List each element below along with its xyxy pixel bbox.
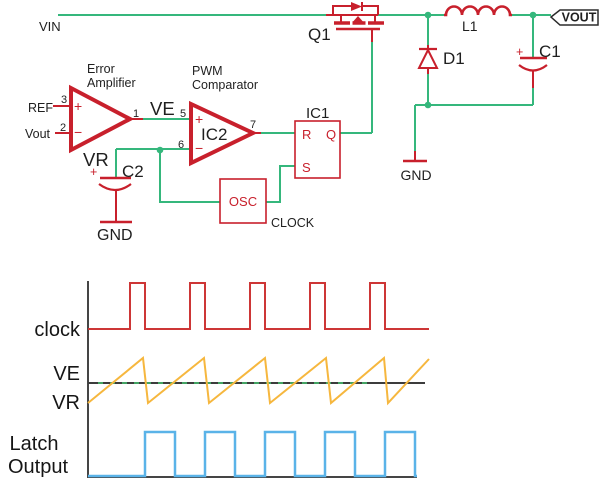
vout-tag (549, 9, 599, 26)
ic2-minus-sign: − (195, 140, 203, 156)
pwm-comp-title-1: PWM (192, 64, 223, 78)
vout-label: VOUT (562, 11, 597, 25)
q1-terminal-stubs (340, 15, 376, 22)
oscillator-box (219, 178, 267, 224)
osc-label: OSC (229, 194, 257, 209)
latch-s-pin: S (302, 160, 311, 175)
d1-triangle (417, 47, 439, 69)
latch-q-pin: Q (326, 127, 336, 142)
c2-plate-curved (98, 183, 132, 192)
gnd-left-label: GND (97, 227, 133, 244)
capacitor-c1 (518, 56, 548, 72)
vout-input-label: Vout (25, 127, 51, 141)
ref-input-label: REF (28, 101, 53, 115)
pin-1: 1 (133, 108, 139, 120)
d1-label: D1 (443, 49, 465, 68)
q1-body-diode-loop-right (362, 5, 379, 15)
error-amp-title-2: Amplifier (87, 76, 136, 90)
clock-net-label: CLOCK (271, 216, 315, 230)
ic2-label: IC2 (201, 125, 227, 144)
diode-d1 (417, 47, 439, 69)
waveform-ve-label: VE (53, 363, 80, 385)
c1-label: C1 (539, 42, 561, 61)
vr-net-label: VR (83, 149, 109, 170)
ic2-plus-sign: + (195, 111, 203, 127)
vr-ramp-trace (87, 355, 430, 406)
schematic-wires (58, 14, 551, 203)
waveform-plot (87, 281, 430, 478)
junction-dot (424, 101, 432, 109)
l1-label: L1 (462, 18, 478, 34)
ic1-label: IC1 (306, 105, 329, 122)
junction-dots (156, 11, 537, 154)
ea-plus-sign: + (74, 98, 82, 114)
mosfet-q1 (326, 2, 384, 31)
pin-6: 6 (178, 139, 184, 151)
waveform-axis (87, 281, 417, 478)
clock-trace (88, 282, 429, 330)
q1-body-diode-triangle (351, 2, 362, 11)
error-amp-title-1: Error (87, 62, 115, 76)
q1-body-diode-loop-left (332, 5, 351, 15)
pwm-comp-title-2: Comparator (192, 78, 258, 92)
latch-r-pin: R (302, 127, 311, 142)
ea-minus-sign: − (74, 124, 82, 140)
sr-latch-box (294, 120, 341, 179)
pin-3: 3 (61, 94, 67, 106)
gnd-right-label: GND (400, 167, 431, 183)
wire-osc-to-s (266, 165, 295, 203)
waveform-latch-label-2: Output (8, 456, 68, 478)
inductor-l1 (444, 5, 512, 17)
waveform-latch-label-1: Latch (10, 433, 59, 455)
vin-label: VIN (39, 19, 61, 34)
pin-2: 2 (60, 122, 66, 134)
waveform-clock-label: clock (34, 319, 81, 341)
pin-5: 5 (180, 108, 186, 120)
junction-dot (156, 146, 164, 154)
capacitor-c2 (98, 176, 132, 192)
waveform-vr-label: VR (52, 392, 80, 414)
ve-net-label: VE (150, 98, 175, 119)
c1-plate-curved (518, 64, 548, 72)
c2-plus-sign: + (90, 165, 97, 179)
pwm-comparator-triangle (189, 100, 258, 167)
c1-plus-sign: + (516, 45, 523, 59)
q1-substrate-arrow (352, 16, 364, 23)
pin-7: 7 (250, 119, 256, 131)
q1-label: Q1 (308, 25, 331, 44)
wire-to-osc (159, 150, 220, 203)
error-amplifier-triangle (69, 84, 135, 154)
latch-output-trace (88, 430, 417, 478)
c2-label: C2 (122, 162, 144, 181)
junction-dot (529, 11, 537, 19)
junction-dot (424, 11, 432, 19)
